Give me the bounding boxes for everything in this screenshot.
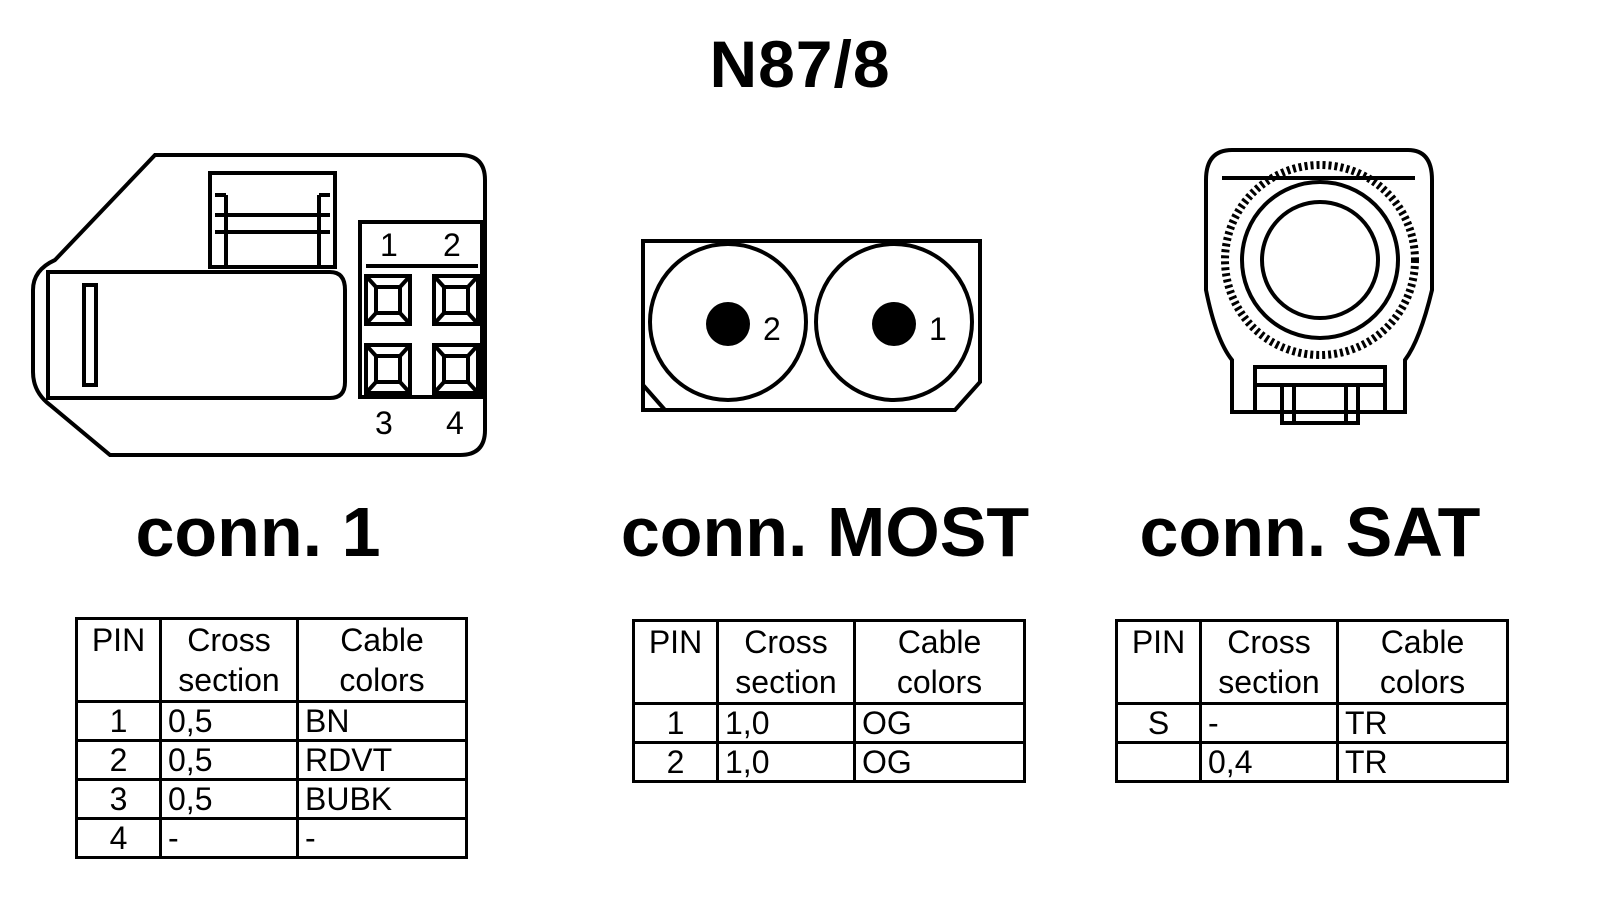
cell-pin: S (1115, 702, 1202, 744)
most-housing-outline (641, 239, 982, 412)
cell-pin: 1 (632, 702, 719, 744)
cell-pin (1115, 741, 1202, 783)
header-cable-colors: Cable colors (1336, 619, 1509, 705)
header-cross-section: Cross section (159, 617, 299, 703)
most-port-2 (648, 242, 808, 402)
table-row: S - TR (1115, 702, 1509, 744)
sat-housing-outline (1204, 148, 1434, 414)
conn1-housing-outline (31, 153, 487, 457)
cell-cable-colors: OG (853, 702, 1026, 744)
header-cross-section: Cross section (1199, 619, 1339, 705)
conn1-body-block (46, 270, 347, 400)
cell-cross-section: - (1199, 702, 1339, 744)
table-row: 1 1,0 OG (632, 702, 1026, 744)
conn1-pin-3 (364, 343, 412, 395)
sat-drawing (1204, 148, 1434, 425)
header-cable-colors: Cable colors (853, 619, 1026, 705)
conn1-pin-label-4: 4 (446, 405, 464, 441)
sat-base (1253, 365, 1387, 414)
sat-outer-ring (1221, 161, 1419, 359)
diagram-title: N87/8 (709, 27, 891, 101)
cell-pin: 3 (75, 778, 162, 820)
most-drawing (641, 239, 982, 412)
table-row: 3 0,5 BUBK (75, 778, 468, 820)
cell-cross-section: 0,4 (1199, 741, 1339, 783)
table-header-row: PIN Cross section Cable colors (632, 619, 1026, 705)
cell-cross-section: 0,5 (159, 700, 299, 742)
table-row: 4 - - (75, 817, 468, 859)
cell-cable-colors: RDVT (296, 739, 468, 781)
conn1-latch (208, 171, 337, 269)
table-header-row: PIN Cross section Cable colors (1115, 619, 1509, 705)
cell-cross-section: - (159, 817, 299, 859)
sat-inner-ring (1260, 200, 1380, 320)
most-port-1 (814, 242, 974, 402)
conn1-pin-2 (432, 274, 480, 326)
conn1-pin-label-3: 3 (375, 405, 393, 441)
cell-cable-colors: BUBK (296, 778, 468, 820)
cell-cross-section: 1,0 (716, 741, 856, 783)
sat-middle-ring (1240, 180, 1400, 340)
table-row: 0,4 TR (1115, 741, 1509, 783)
header-cable-colors: Cable colors (296, 617, 468, 703)
header-cross-section: Cross section (716, 619, 856, 705)
conn1-drawing (31, 153, 487, 457)
cell-cable-colors: OG (853, 741, 1026, 783)
cell-cross-section: 0,5 (159, 739, 299, 781)
header-pin: PIN (75, 617, 162, 703)
table-row: 2 0,5 RDVT (75, 739, 468, 781)
conn1-title: conn. 1 (135, 493, 381, 571)
most-pin-label-1: 1 (929, 311, 947, 347)
sat-pin-table: PIN Cross section Cable colors S - TR 0,… (1115, 619, 1509, 783)
cell-pin: 4 (75, 817, 162, 859)
most-pin-1-dot (872, 302, 916, 346)
cell-pin: 2 (632, 741, 719, 783)
cell-cable-colors: - (296, 817, 468, 859)
cell-cable-colors: TR (1336, 702, 1509, 744)
conn1-pin-label-1: 1 (380, 227, 398, 263)
most-title: conn. MOST (620, 493, 1030, 571)
header-pin: PIN (1115, 619, 1202, 705)
most-pin-table: PIN Cross section Cable colors 1 1,0 OG … (632, 619, 1026, 783)
conn1-pin-4 (432, 343, 480, 395)
table-row: 2 1,0 OG (632, 741, 1026, 783)
table-header-row: PIN Cross section Cable colors (75, 617, 468, 703)
most-pin-2-dot (706, 302, 750, 346)
cell-pin: 1 (75, 700, 162, 742)
most-pin-label-2: 2 (763, 311, 781, 347)
cell-cross-section: 1,0 (716, 702, 856, 744)
cell-pin: 2 (75, 739, 162, 781)
cell-cross-section: 0,5 (159, 778, 299, 820)
conn1-pin-label-2: 2 (443, 227, 461, 263)
conn1-pin-1 (364, 274, 412, 326)
conn1-pin-table: PIN Cross section Cable colors 1 0,5 BN … (75, 617, 468, 859)
table-row: 1 0,5 BN (75, 700, 468, 742)
cell-cable-colors: TR (1336, 741, 1509, 783)
conn1-pin-frame (358, 220, 484, 399)
cell-cable-colors: BN (296, 700, 468, 742)
sat-title: conn. SAT (1139, 493, 1481, 571)
header-pin: PIN (632, 619, 719, 705)
